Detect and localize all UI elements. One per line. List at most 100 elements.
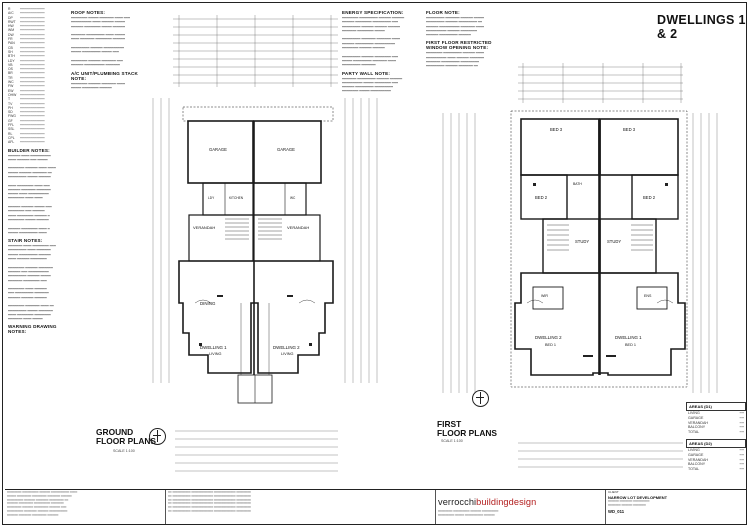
- abbreviation-description: ━━━━━━━━━━━━: [20, 110, 45, 115]
- first-title-line1: FIRST: [437, 419, 462, 429]
- floor-plans-drawing: GARAGE GARAGE VERANDAH VERANDAH KITCHEN …: [152, 15, 718, 472]
- ac-note-text: ━━━━━━━━ ━━━━━━ ━━━━━━━ ━━━━━━━━━ ━━━━━━…: [71, 81, 125, 90]
- abbreviation-row: A/C━━━━━━━━━━━━: [8, 11, 71, 15]
- room-label-ldy: LDY: [208, 196, 215, 200]
- ground-title-line2: FLOOR PLANS: [96, 436, 157, 446]
- abbreviation-row: DP━━━━━━━━━━━━: [8, 16, 71, 20]
- floor-note-column: FLOOR NOTE: ━━━━━━━━━ ━━━━━━━ ━━━━━━ ━━━…: [426, 7, 502, 107]
- abbreviation-code: T: [8, 97, 11, 102]
- energy-heading: ENERGY SPECIFICATION:: [342, 10, 404, 15]
- abbreviation-description: ━━━━━━━━━━━━: [20, 88, 45, 93]
- abbreviation-description: ━━━━━━━━━━━━: [20, 62, 45, 67]
- room-label-kitchen: KITCHEN: [229, 196, 244, 200]
- area-row: GARAGE ━━: [686, 416, 746, 421]
- abbreviation-row: HW ━━━━━━━━━━━━: [8, 24, 71, 28]
- abbreviation-code: FW: [8, 84, 14, 89]
- abbreviation-description: ━━━━━━━━━━━━: [20, 101, 45, 106]
- abbreviation-row: PAN ━━━━━━━━━━━━: [8, 41, 71, 45]
- abbreviation-code: CB: [8, 45, 13, 50]
- roof-notes-text: ━━━━━━━━ ━━━━━ ━━━━━━━ ━━━━ ━━━━━━━━━━━━…: [71, 16, 130, 68]
- project-name: NARROW LOT DEVELOPMENT: [608, 494, 668, 500]
- abbreviation-row: DW━━━━━━━━━━━━: [8, 33, 71, 37]
- abbreviation-row: RL━━━━━━━━━━━━: [8, 132, 71, 136]
- area-row-value: ━━: [739, 452, 744, 457]
- warning-notes-heading: WARNING DRAWING NOTES:: [8, 324, 57, 335]
- north-arrow-icon: [472, 390, 489, 407]
- room-label-ens: ENS: [644, 294, 652, 298]
- stair-notes-text: ━━━━━━━ ━━━━ ━━━━━━━━ ━━━━━━━━━━━━ ━━━━ …: [8, 244, 56, 322]
- abbreviation-code: HW: [8, 24, 14, 29]
- abbreviation-description: ━━━━━━━━━━━━: [20, 58, 45, 63]
- abbreviation-row: FW━━━━━━━━━━━━: [8, 84, 71, 88]
- abbreviation-description: ━━━━━━━━━━━━: [20, 32, 45, 37]
- abbreviation-row: AFL━━━━━━━━━━━━: [8, 140, 71, 144]
- area-row: VERANDAH━━: [686, 458, 746, 463]
- areas-d1-rows: LIVING━━GARAGE━━VERANDAH━━BALCONY━━TOTAL…: [686, 411, 746, 435]
- abbreviation-description: ━━━━━━━━━━━━: [20, 28, 45, 33]
- room-label-garage-left: GARAGE: [209, 147, 227, 152]
- ground-floor-plan: [152, 15, 378, 472]
- abbreviation-code: FR: [8, 37, 13, 42]
- room-label-verandah-left: VERANDAH: [193, 225, 215, 230]
- areas-tables: AREAS (D1) LIVING━━GARAGE━━VERANDAH━━BAL…: [686, 398, 746, 472]
- abbreviation-row: T ━━━━━━━━━━━━: [8, 97, 71, 101]
- abbreviation-row: BTH━━━━━━━━━━━━: [8, 54, 71, 58]
- abbreviation-description: ━━━━━━━━━━━━: [20, 24, 45, 29]
- abbreviation-code: BR: [8, 71, 13, 76]
- roof-notes-heading: ROOF NOTES:: [71, 10, 106, 15]
- legend-column: R━━━━━━━━━━━━A/C━━━━━━━━━━━━DP━━━━━━━━━━…: [8, 7, 71, 485]
- abbreviation-code: EW: [8, 88, 14, 93]
- room-label-dwelling-1-ground: DWELLING 1: [200, 345, 227, 350]
- abbreviation-code: PH: [8, 105, 13, 110]
- abbreviation-code: PAN: [8, 41, 15, 46]
- room-label-bed1-left: BED 1: [545, 343, 556, 347]
- area-row: LIVING ━━: [686, 411, 746, 416]
- abbreviation-code: WM: [8, 28, 15, 33]
- abbreviation-description: ━━━━━━━━━━━━: [20, 41, 45, 46]
- abbreviation-code: SSL: [8, 127, 15, 132]
- area-row-label: GARAGE: [688, 452, 704, 457]
- first-floor-scale: SCALE 1:100: [441, 439, 463, 443]
- abbreviation-code: AFL: [8, 140, 15, 145]
- abbreviation-row: SD ━━━━━━━━━━━━: [8, 110, 71, 114]
- abbreviation-description: ━━━━━━━━━━━━: [20, 37, 45, 42]
- area-row-label: GARAGE: [688, 415, 704, 420]
- drawing-number: WD_011: [608, 509, 625, 515]
- room-label-bed3-right: BED 3: [623, 127, 636, 132]
- first-floor-title: FIRST FLOOR PLANS: [437, 420, 497, 438]
- abbreviation-key: R━━━━━━━━━━━━A/C━━━━━━━━━━━━DP━━━━━━━━━━…: [8, 7, 71, 145]
- revision-log: ━━ ━━━━━━━━━━ ━━━━━━━━━━━━ ━━━━━━━━━━━━ …: [165, 490, 435, 524]
- abbreviation-code: R: [8, 7, 11, 11]
- abbreviation-row: TV━━━━━━━━━━━━: [8, 102, 71, 106]
- abbreviation-code: FFL: [8, 123, 15, 128]
- area-row-value: ━━: [739, 411, 744, 415]
- abbreviation-row: RWT━━━━━━━━━━━━: [8, 20, 71, 24]
- area-row-label: LIVING: [688, 411, 700, 415]
- area-row-value: ━━: [739, 420, 744, 425]
- room-label-dining: DINING: [200, 301, 216, 306]
- room-label-living-2: LIVING: [281, 352, 293, 356]
- abbreviation-row: SSL━━━━━━━━━━━━: [8, 127, 71, 131]
- brand-part-b: buildingdesign: [476, 497, 537, 507]
- abbreviation-code: BTH: [8, 54, 15, 59]
- area-row: GARAGE ━━: [686, 453, 746, 458]
- abbreviation-code: A/C: [8, 11, 14, 16]
- room-label-wir: WIR: [541, 294, 548, 298]
- project-info: CLIENT NARROW LOT DEVELOPMENT ━━━━━━ ━━━…: [605, 490, 746, 524]
- abbreviation-row: FR ━━━━━━━━━━━━: [8, 37, 71, 41]
- abbreviation-code: SH: [8, 49, 13, 54]
- room-label-bath: BATH: [573, 182, 582, 186]
- area-row-value: ━━: [739, 415, 744, 420]
- abbreviation-description: ━━━━━━━━━━━━: [20, 80, 45, 85]
- area-row-value: ━━: [739, 430, 744, 435]
- abbreviation-code: SD: [8, 110, 13, 115]
- ground-title-line1: GROUND: [96, 427, 134, 437]
- party-wall-text: ━━━━━━━ ━━━━━━━━━ ━━━━━━ ━━━━━━━━━━━━━━━…: [342, 76, 402, 94]
- abbreviation-description: ━━━━━━━━━━━━: [20, 49, 45, 54]
- abbreviation-code: CPL: [8, 135, 15, 140]
- energy-column: ENERGY SPECIFICATION: ━━━━━━━━ ━━━━━━━━━…: [342, 7, 420, 107]
- abbreviation-description: ━━━━━━━━━━━━: [20, 97, 45, 102]
- abbreviation-description: ━━━━━━━━━━━━: [20, 45, 45, 50]
- abbreviation-description: ━━━━━━━━━━━━: [20, 92, 45, 97]
